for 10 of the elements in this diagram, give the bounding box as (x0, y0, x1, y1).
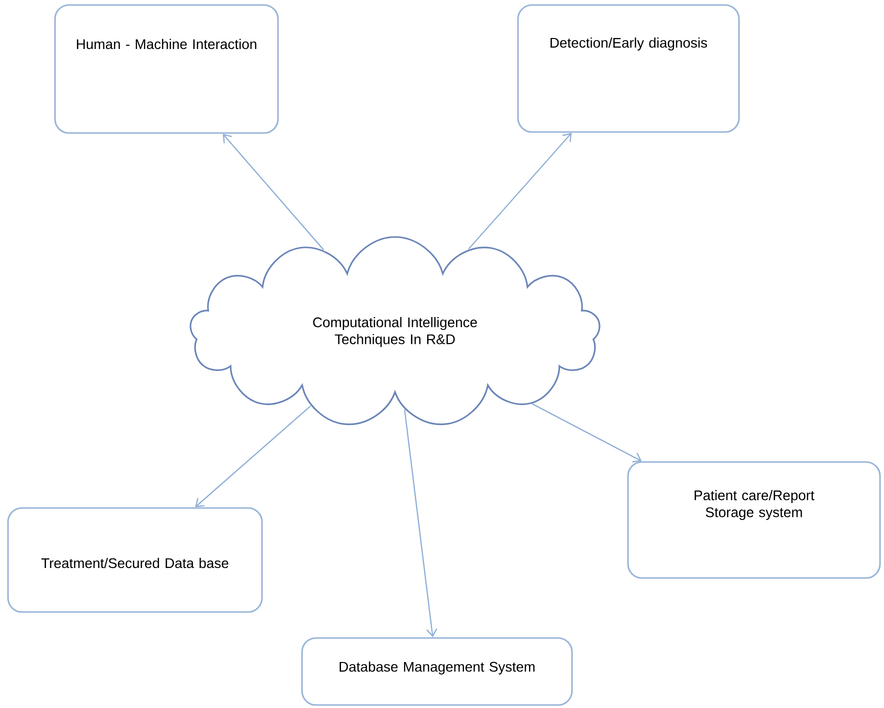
arrow (468, 132, 572, 250)
process-box: Detection/Early diagnosis (517, 4, 740, 133)
arrow (222, 134, 324, 250)
process-box: Human - Machine Interaction (54, 4, 279, 134)
arrow (195, 406, 312, 508)
process-box: Database Management System (301, 637, 573, 706)
arrow (404, 409, 438, 638)
process-box: Patient care/Report Storage system (627, 461, 881, 579)
arrow (532, 403, 642, 462)
process-box: Treatment/Secured Data base (7, 507, 263, 613)
